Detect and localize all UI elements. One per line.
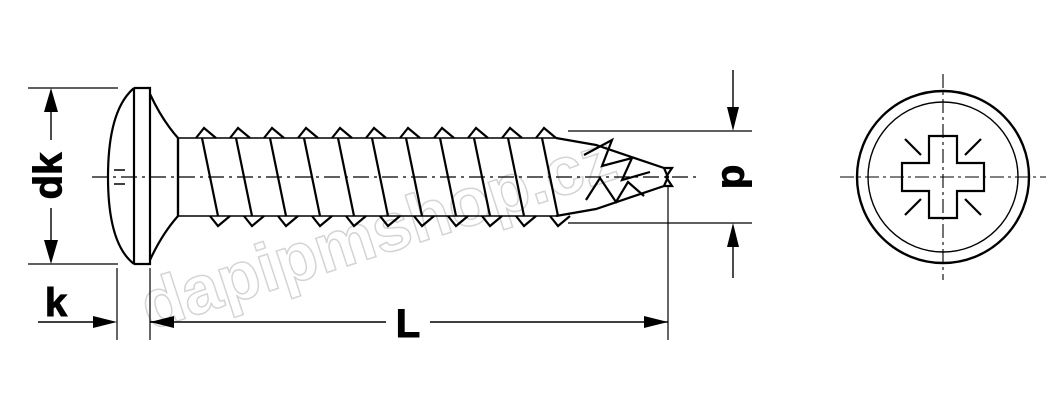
screw-thread (176, 126, 571, 228)
dimension-l: L (150, 186, 669, 347)
thread-crest (467, 126, 503, 228)
thread-crest (399, 126, 435, 228)
screw-side-view (92, 86, 700, 266)
thread-crest (195, 126, 231, 228)
thread-crest (229, 126, 265, 228)
label-d: d (713, 165, 757, 189)
dimension-dk: dk (26, 87, 118, 265)
thread-crest (433, 126, 469, 228)
screw-drill-tip (555, 136, 675, 218)
dimension-d: d (568, 70, 758, 278)
thread-crest (297, 126, 333, 228)
screw-head (106, 86, 180, 266)
label-l: L (396, 302, 420, 346)
thread-crest (331, 126, 367, 228)
thread-crest (263, 126, 299, 228)
label-dk: dk (27, 152, 71, 199)
label-k: k (45, 281, 68, 325)
screw-head-top-view (840, 74, 1046, 280)
pozidriv-recess-icon (900, 134, 986, 220)
thread-crest (535, 126, 571, 228)
thread-crest (365, 126, 401, 228)
thread-crest (501, 126, 537, 228)
